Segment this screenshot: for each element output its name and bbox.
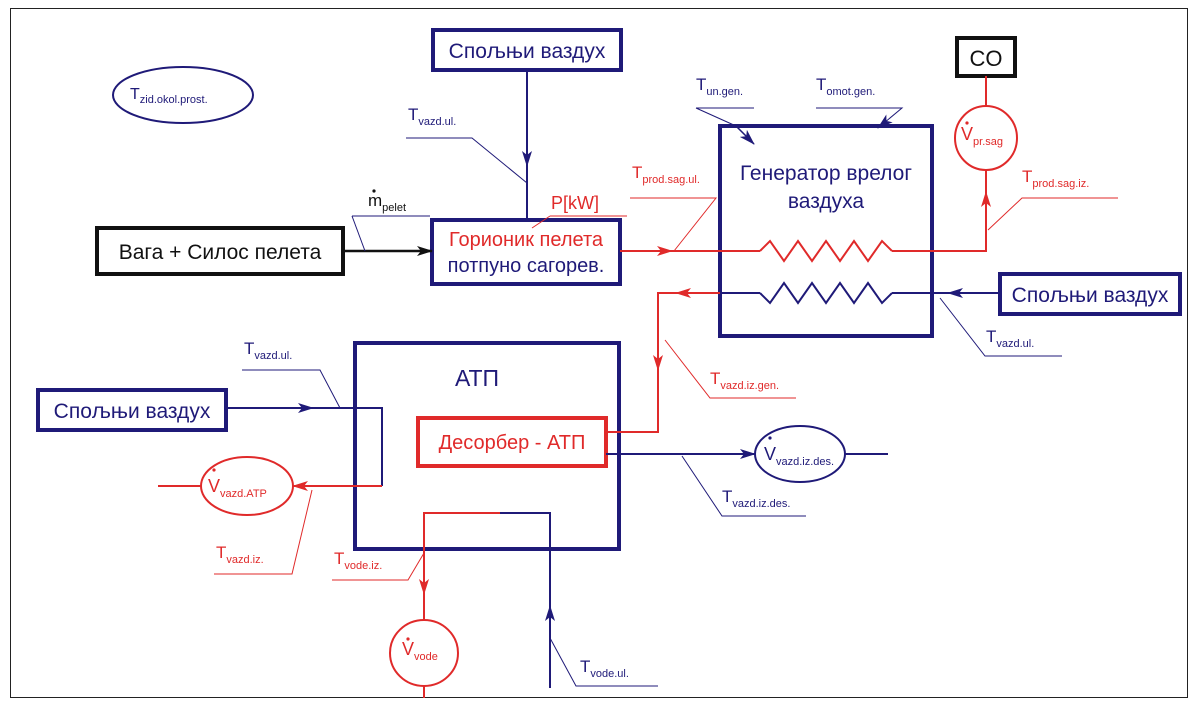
t-vode-ul-label: Tvode.ul.	[549, 637, 658, 687]
svg-text:mpelet: mpelet	[368, 191, 406, 214]
t-vazd-iz-des-label: Tvazd.iz.des.	[681, 455, 806, 517]
co-block: CO	[955, 36, 1017, 78]
t-omot-gen-label: Tomot.gen.	[816, 75, 904, 129]
pellet-burner-block: Горионик пелета потпуно сагорев.	[430, 218, 622, 286]
outside-air-left-block: Спољњи ваздух	[36, 388, 228, 432]
t-prod-sag-ul-label: Tprod.sag.ul.	[630, 163, 718, 252]
diagram-frame: Спољњи ваздух CO Вага + Силос пелета Гор…	[10, 8, 1188, 698]
t-vazd-ul-right-label: Tvazd.ul.	[939, 297, 1062, 357]
svg-text:Vvazd.ATP: Vvazd.ATP	[208, 476, 267, 500]
svg-text:Tvazd.iz.: Tvazd.iz.	[216, 543, 264, 566]
svg-text:Tvode.ul.: Tvode.ul.	[580, 657, 629, 680]
hot-air-generator-block: Генератор врелог ваздуха	[718, 124, 934, 338]
svg-text:Tomot.gen.: Tomot.gen.	[816, 75, 875, 98]
t-vazd-iz-label: Tvazd.iz.	[214, 489, 313, 575]
svg-text:Tvazd.ul.: Tvazd.ul.	[244, 339, 292, 362]
t-prod-sag-iz-label: Tprod.sag.iz.	[987, 167, 1118, 231]
scale-silo-block: Вага + Силос пелета	[95, 226, 345, 276]
generator-label-2: ваздуха	[788, 190, 865, 213]
t-zid-ellipse: Tzid.okol.prost.	[112, 66, 254, 124]
water-flow	[419, 512, 555, 698]
v-vode-gauge: Vvode	[389, 619, 459, 687]
v-pr-sag-gauge: Vpr.sag	[954, 105, 1018, 171]
outside-air-right-block: Спољњи ваздух	[998, 272, 1182, 316]
outside-air-left-flow	[158, 403, 383, 491]
atp-label: АТП	[455, 365, 499, 391]
power-label: P[kW]	[531, 193, 627, 229]
svg-text:Tprod.sag.ul.: Tprod.sag.ul.	[632, 163, 700, 186]
desorber-label: Десорбер - АТП	[439, 432, 586, 454]
v-vazd-atp-gauge: Vvazd.ATP	[200, 456, 294, 516]
svg-text:Tprod.sag.iz.: Tprod.sag.iz.	[1022, 167, 1089, 190]
v-vazd-iz-des-gauge: Vvazd.iz.des.	[754, 425, 846, 483]
burner-label-1: Горионик пелета	[449, 229, 604, 251]
svg-text:Tvode.iz.: Tvode.iz.	[334, 549, 382, 572]
desorber-block: Десорбер - АТП	[416, 416, 608, 468]
scale-silo-label: Вага + Силос пелета	[119, 241, 322, 264]
svg-text:Tun.gen.: Tun.gen.	[696, 75, 743, 98]
burner-label-2: потпуно сагорев.	[448, 255, 605, 277]
co-label: CO	[970, 46, 1003, 71]
combustion-products-flow	[620, 76, 991, 263]
svg-text:Tzid.okol.prost.: Tzid.okol.prost.	[130, 86, 208, 106]
svg-text:Tvazd.iz.des.: Tvazd.iz.des.	[722, 487, 790, 510]
svg-text:Vvazd.iz.des.: Vvazd.iz.des.	[764, 444, 834, 468]
svg-text:Vvode: Vvode	[402, 639, 438, 663]
outside-air-top-block: Спољњи ваздух	[431, 28, 623, 72]
t-vazd-iz-gen-label: Tvazd.iz.gen.	[664, 339, 796, 399]
t-vazd-ul-left-label: Tvazd.ul.	[242, 339, 341, 409]
outside-air-left-label: Спољњи ваздух	[54, 400, 211, 423]
generator-label-1: Генератор врелог	[740, 162, 912, 185]
svg-text:Tvazd.iz.gen.: Tvazd.iz.gen.	[710, 369, 779, 392]
atp-block: АТП	[353, 341, 621, 551]
outside-air-right-label: Спољњи ваздух	[1012, 284, 1169, 307]
t-vode-iz-label: Tvode.iz.	[332, 549, 425, 581]
t-vazd-ul-top-label: Tvazd.ul.	[406, 105, 528, 184]
outside-air-top-label: Спољњи ваздух	[449, 40, 606, 63]
svg-text:Vpr.sag: Vpr.sag	[961, 124, 1003, 148]
heating-system-diagram: Спољњи ваздух CO Вага + Силос пелета Гор…	[10, 8, 1188, 698]
svg-text:Tvazd.ul.: Tvazd.ul.	[986, 327, 1034, 350]
svg-text:Tvazd.ul.: Tvazd.ul.	[408, 105, 456, 128]
m-pelet-label: mpelet	[351, 189, 430, 252]
air-generator-flow	[606, 281, 1000, 433]
t-un-gen-label: Tun.gen.	[695, 75, 755, 145]
border	[10, 8, 1188, 698]
power-text: P[kW]	[551, 193, 599, 213]
